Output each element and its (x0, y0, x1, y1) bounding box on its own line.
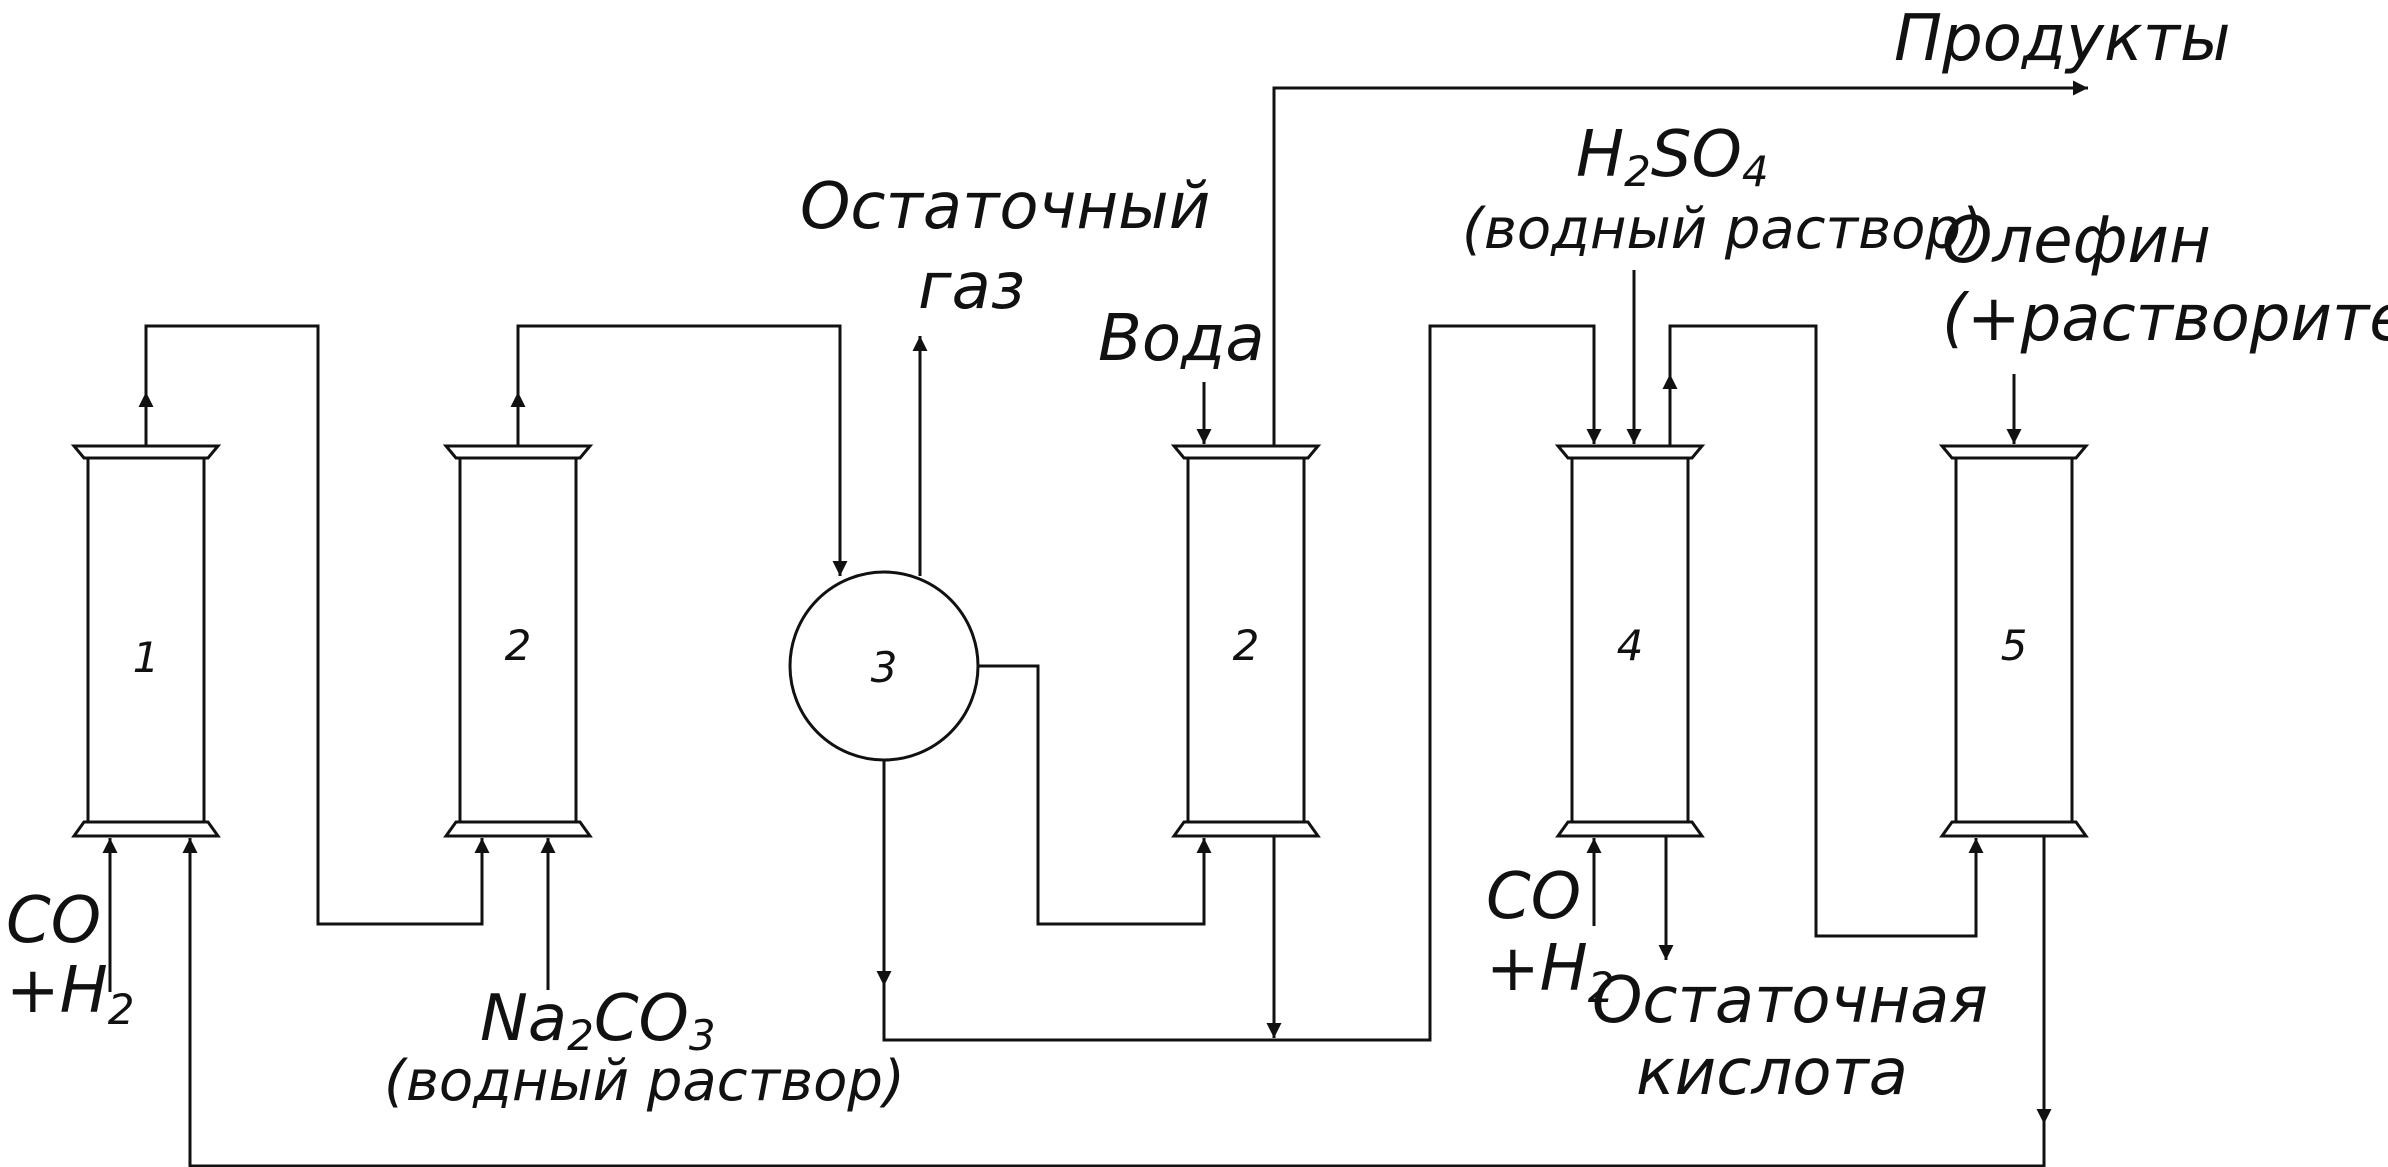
column-4: 4 (1554, 444, 1706, 838)
label-products: Продукты (1894, 2, 2231, 76)
label-residual-acid-2: кислота (1636, 1036, 1908, 1110)
col1-to-col2-line (144, 324, 490, 926)
label-olefin-1: Олефин (1942, 204, 2211, 278)
separator-bottom-to-col4-line (882, 324, 1602, 1042)
label-na2co3: Na2CO3 (480, 982, 716, 1060)
products-line (1272, 80, 2088, 446)
label-residual-gas-2: газ (918, 250, 1025, 324)
column-2-second-label: 2 (1233, 621, 1260, 670)
label-na2co3-aqueous: (водный раствор) (384, 1049, 905, 1114)
label-olefin-2: (+растворитель) (1942, 282, 2388, 356)
recycle-line (182, 838, 2046, 1167)
separator-to-col2b-line (978, 664, 1212, 926)
label-co-right: CO (1486, 860, 1581, 934)
column-1: 1 (70, 444, 222, 838)
label-h2so4-aqueous: (водный раствор) (1462, 197, 1983, 262)
column-4-label: 4 (1617, 621, 1644, 670)
label-co-left: CO (6, 884, 101, 958)
separator-3-label: 3 (871, 643, 898, 692)
label-h2so4: H2SO4 (1576, 118, 1769, 196)
column-1-label: 1 (133, 633, 160, 682)
column-2-first: 2 (442, 444, 594, 838)
label-residual-acid-1: Остаточная (1592, 964, 1988, 1038)
column-2-second: 2 (1170, 444, 1322, 838)
col4-to-col5-line (1668, 324, 1984, 938)
label-h2-left: +H2 (6, 954, 134, 1034)
label-h2-right: +H2 (1486, 932, 1614, 1012)
column-5: 5 (1938, 444, 2090, 838)
label-water: Вода (1098, 302, 1265, 376)
column-2-first-label: 2 (505, 621, 532, 670)
column-5-label: 5 (2001, 621, 2028, 670)
col2-to-separator-line (516, 324, 848, 576)
label-residual-gas-1: Остаточный (800, 170, 1210, 244)
separator-3: 3 (788, 570, 980, 762)
